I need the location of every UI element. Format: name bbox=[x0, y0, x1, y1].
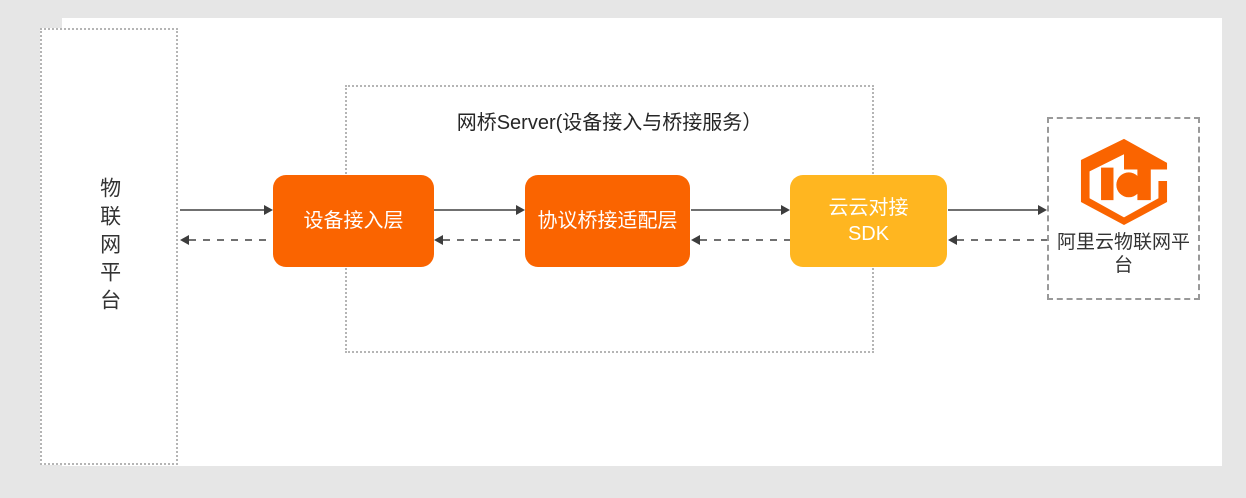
aliyun-iot-platform-box: 阿里云物联网平台 bbox=[1047, 117, 1200, 300]
conn-adapter-to-sdk-arrowhead bbox=[781, 205, 790, 215]
conn-cloud-to-sdk-arrowhead bbox=[948, 235, 957, 245]
aliyun-iot-platform-label: 阿里云物联网平台 bbox=[1056, 232, 1190, 277]
iot-platform-box: 物联网平台 bbox=[40, 28, 178, 465]
conn-platform-to-access-arrowhead bbox=[264, 205, 273, 215]
conn-sdk-to-cloud-arrowhead bbox=[1038, 205, 1047, 215]
protocol-bridge-adapter-layer-box: 协议桥接适配层 bbox=[525, 175, 690, 267]
iot-platform-label: 物联网平台 bbox=[97, 176, 121, 317]
conn-platform-to-access bbox=[180, 209, 264, 211]
conn-access-to-adapter bbox=[434, 209, 516, 211]
bridge-server-title: 网桥Server(设备接入与桥接服务） bbox=[456, 112, 763, 134]
conn-sdk-to-adapter bbox=[700, 239, 790, 241]
conn-cloud-to-sdk bbox=[957, 239, 1047, 241]
conn-access-to-adapter-arrowhead bbox=[516, 205, 525, 215]
conn-sdk-to-adapter-arrowhead bbox=[691, 235, 700, 245]
conn-adapter-to-sdk bbox=[691, 209, 781, 211]
conn-adapter-to-access-arrowhead bbox=[434, 235, 443, 245]
conn-sdk-to-cloud bbox=[948, 209, 1038, 211]
cloud-to-cloud-sdk-box: 云云对接 SDK bbox=[790, 175, 947, 267]
conn-access-to-platform-arrowhead bbox=[180, 235, 189, 245]
conn-access-to-platform bbox=[189, 239, 273, 241]
conn-adapter-to-access bbox=[443, 239, 525, 241]
iot-hexagon-logo-icon bbox=[1080, 138, 1167, 225]
device-access-layer-box: 设备接入层 bbox=[273, 175, 434, 267]
